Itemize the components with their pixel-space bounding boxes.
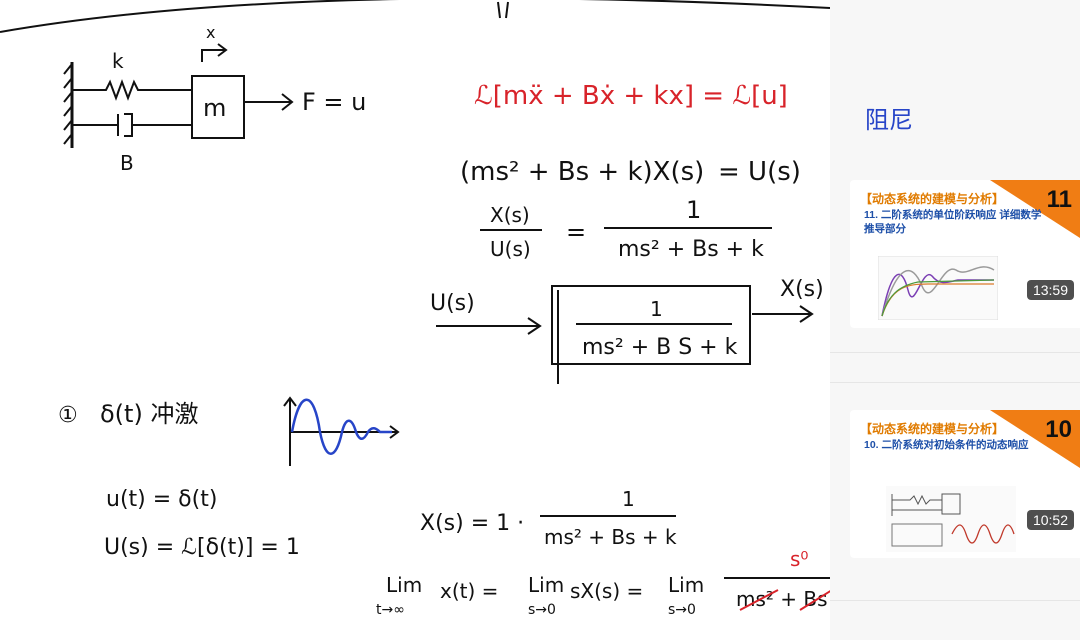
handwriting-canvas: k B m x F = u ℒ[mẍ + Bẋ + kx] = ℒ[u] (ms… [0,0,830,618]
lim-sub-t: t→∞ [376,602,405,618]
recommendation-sidebar: 阻尼 11 【动态系统的建模与分析】 11. 二阶系统的单位阶跃响应 详细数学推… [830,0,1080,640]
block-output-label: X(s) [780,277,824,302]
damper-label: B [120,151,134,175]
impulse-response-sketch [283,396,400,466]
step-response-plot-icon [878,256,998,320]
episode-corner-badge [990,410,1080,468]
mass-spring-diagram-icon [886,486,1016,552]
lim-sub-s2: s→0 [668,602,696,618]
tf-denominator: ms² + Bs + k [618,237,764,262]
scribble-mark [497,1,509,19]
s-domain-equation-left: (ms² + Bs + k)X(s) [460,157,704,187]
lim-word-s2: Lim [668,573,704,597]
tf-equals: = [566,218,586,246]
card-divider [830,352,1080,353]
displacement-arrow-icon [201,43,228,62]
force-label: F = u [302,88,366,116]
s-domain-equation-right: = U(s) [718,157,801,187]
lim-word-t: Lim [386,573,422,597]
recommended-video-card-10[interactable]: 10 【动态系统的建模与分析】 10. 二阶系统对初始条件的动态响应 10:52 [838,410,1080,560]
displacement-label: x [206,23,215,42]
lim-sub-s: s→0 [528,602,556,618]
lim-expression-1: x(t) = [440,579,498,603]
tf-lhs-denominator: U(s) [490,237,531,261]
u-t-equation: u(t) = δ(t) [106,487,217,512]
video-duration: 13:59 [1026,280,1074,300]
episode-title: 10. 二阶系统对初始条件的动态响应 [864,439,1029,451]
series-title: 【动态系统的建模与分析】 [860,192,1005,206]
tf-lhs-numerator: X(s) [490,203,530,227]
card-divider [830,382,1080,383]
episode-number: 11 [1046,186,1072,213]
video-duration: 10:52 [1026,510,1074,530]
Xs-numerator: 1 [622,487,635,511]
video-thumbnail[interactable]: 10 【动态系统的建模与分析】 10. 二阶系统对初始条件的动态响应 10:52 [850,410,1080,558]
mass-box [191,75,245,139]
U-s-equation: U(s) = ℒ[δ(t)] = 1 [104,535,300,560]
block-input-arrow-icon [436,317,542,335]
whiteboard: k B m x F = u ℒ[mẍ + Bẋ + kx] = ℒ[u] (ms… [0,0,830,618]
series-title: 【动态系统的建模与分析】 [860,422,1005,436]
tf-numerator: 1 [686,196,701,224]
Xs-lhs: X(s) = 1 · [420,511,524,536]
top-arc-stroke [0,0,830,33]
lim-numerator: s⁰ [790,547,808,571]
block-box [551,285,751,365]
lim-expression-2: sX(s) = [570,579,643,603]
block-denominator: ms² + B S + k [582,335,738,360]
lim-word-s: Lim [528,573,564,597]
case-label: δ(t) 冲激 [100,400,198,428]
block-diagram [436,285,814,384]
Xs-denominator: ms² + Bs + k [544,525,677,549]
card-divider [830,600,1080,601]
case-marker: ① [58,403,78,428]
block-input-label: U(s) [430,291,475,316]
spring-icon [72,79,192,101]
episode-corner-badge [990,180,1080,238]
damped-oscillation-curve [290,398,392,455]
episode-number: 10 [1045,416,1072,443]
cancel-strike-marks [739,589,830,611]
video-thumbnail[interactable]: 11 【动态系统的建模与分析】 11. 二阶系统的单位阶跃响应 详细数学推导部分… [850,180,1080,328]
recommended-video-card-11[interactable]: 11 【动态系统的建模与分析】 11. 二阶系统的单位阶跃响应 详细数学推导部分… [838,180,1080,330]
force-arrow-icon [244,93,294,111]
laplace-equation: ℒ[mẍ + Bẋ + kx] = ℒ[u] [474,81,788,111]
block-numerator: 1 [650,297,663,321]
spring-label: k [112,49,124,73]
block-output-arrow-icon [752,305,814,323]
episode-title: 11. 二阶系统的单位阶跃响应 详细数学推导部分 [864,209,1042,235]
mass-label: m [203,94,226,122]
handwritten-note: 阻尼 [865,106,913,134]
damper-icon [72,113,192,137]
spring-mass-damper-diagram [63,43,294,148]
lim-denominator: ms² + Bs + k [736,587,830,611]
